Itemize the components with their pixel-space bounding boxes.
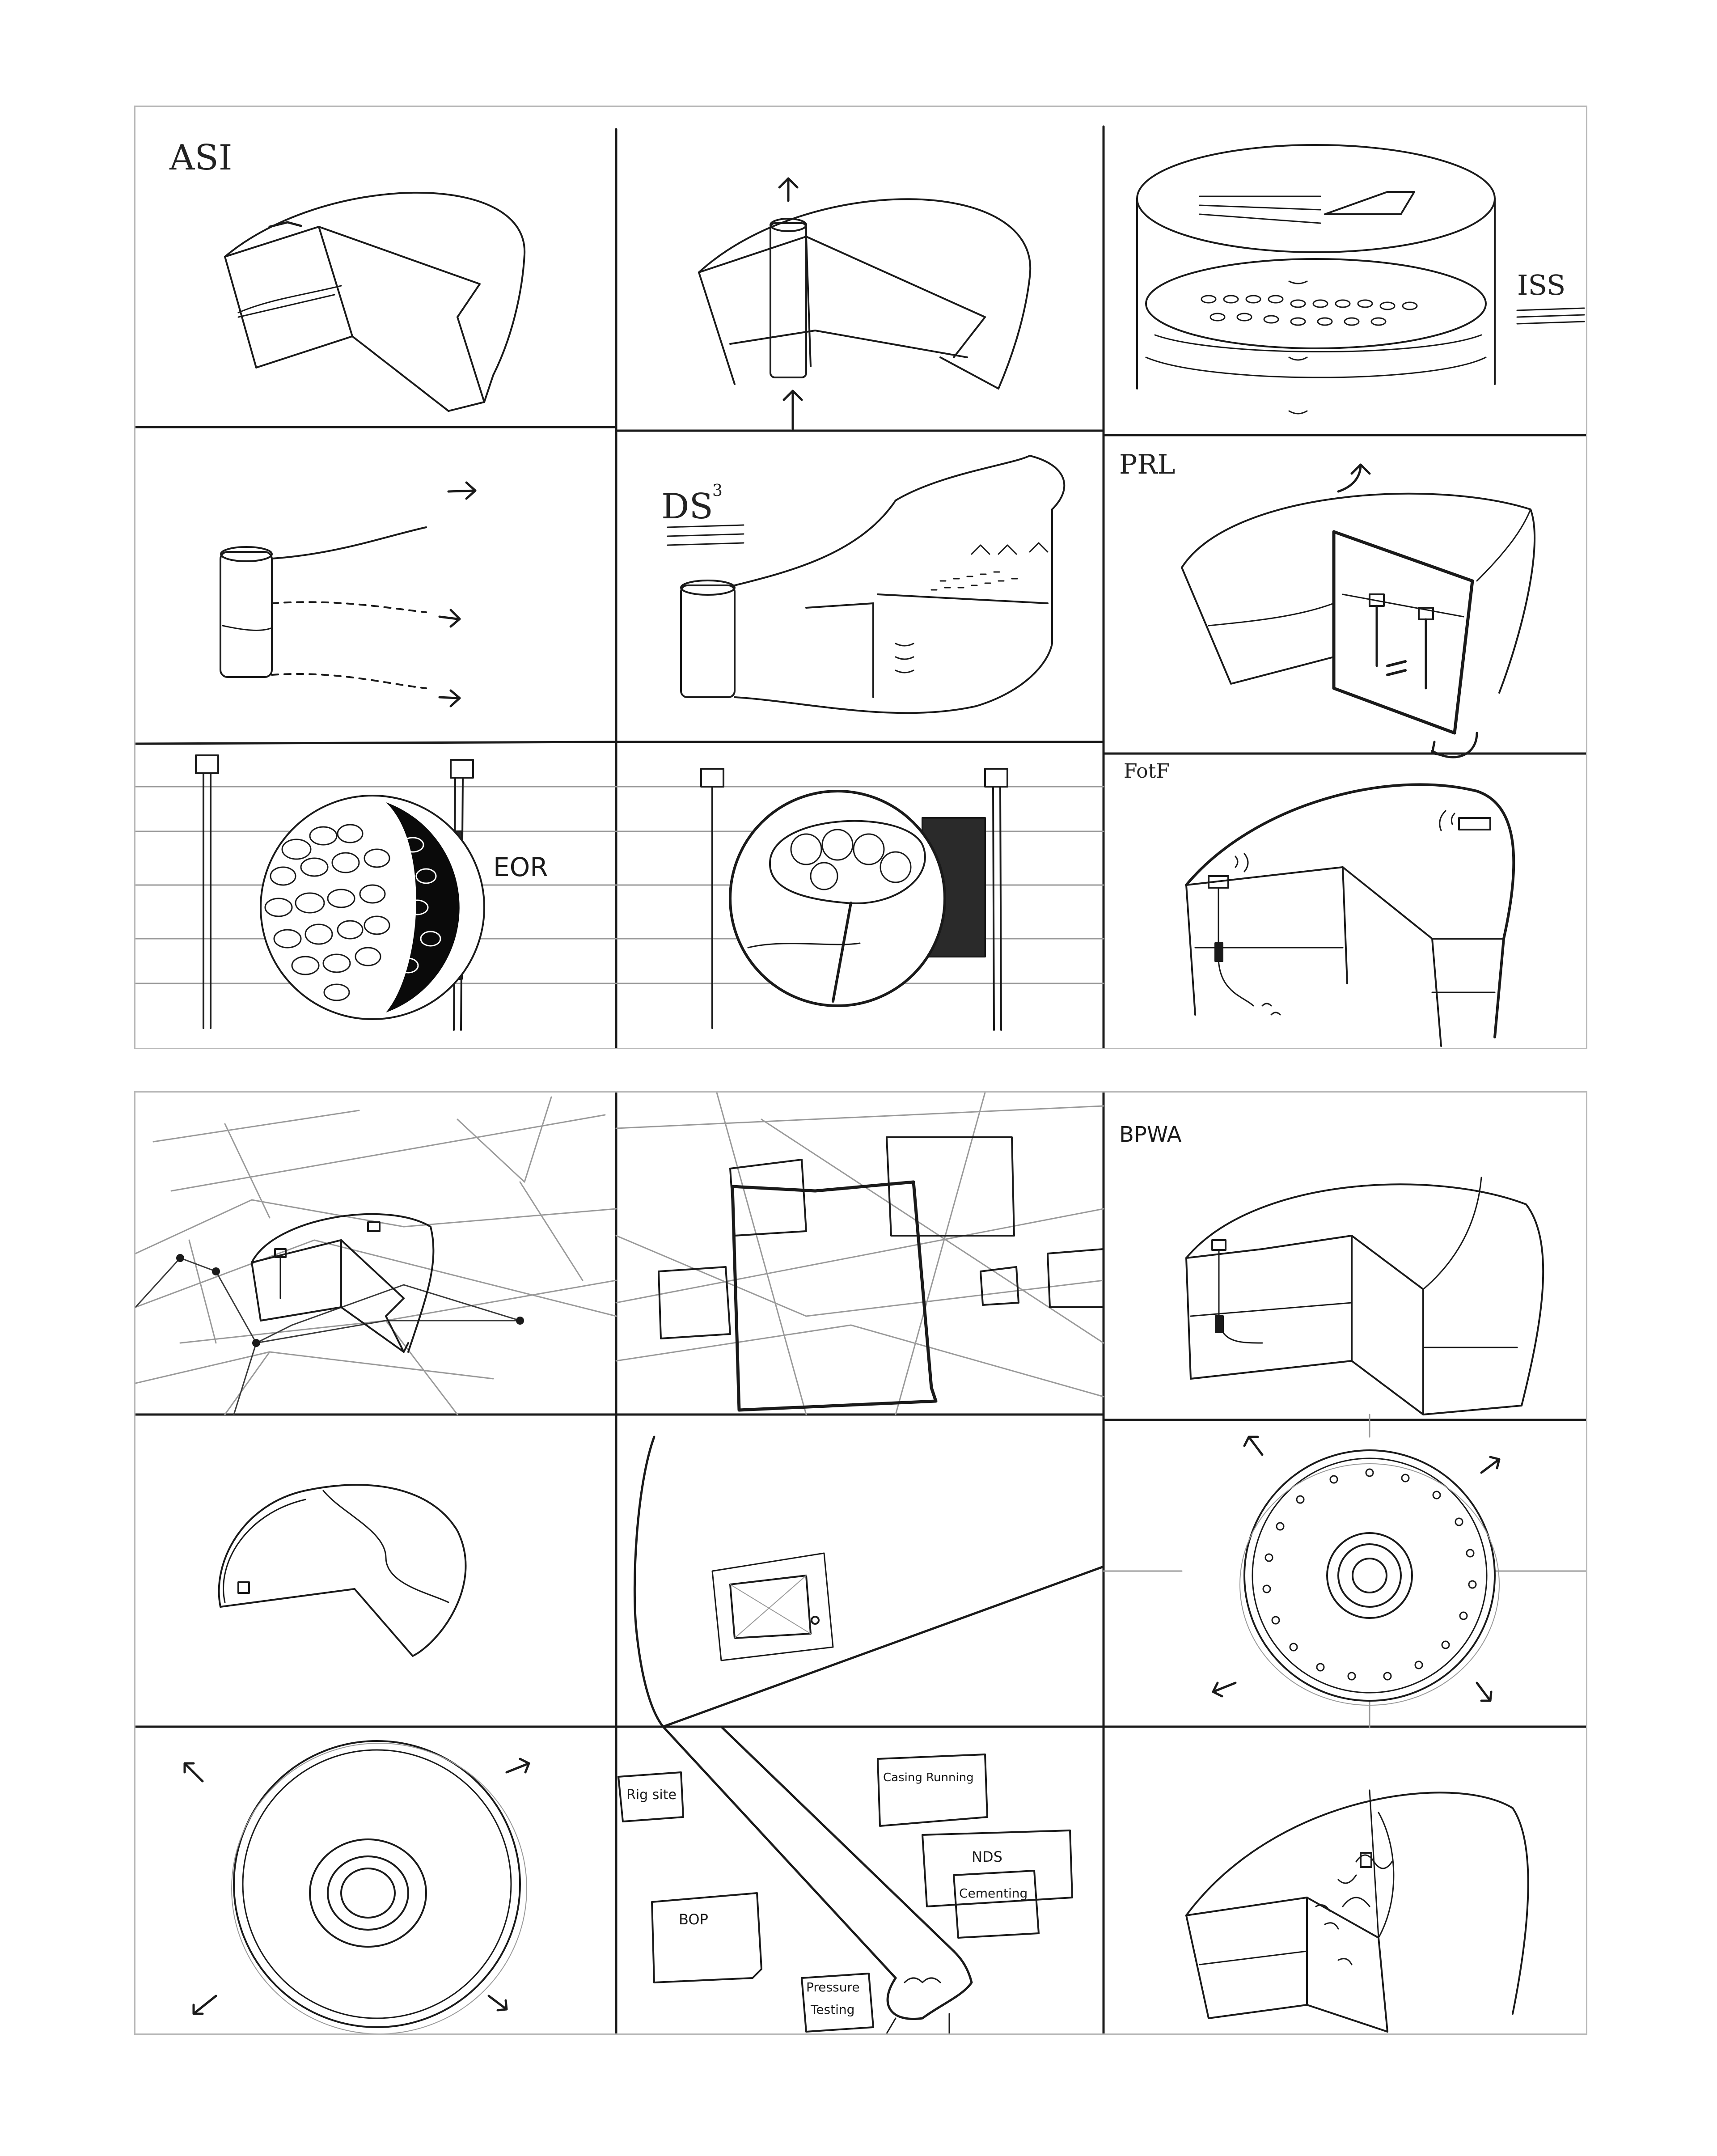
label-pressure-testing-1: Pressure [806, 1980, 860, 1995]
storyboard-sheet-top: ASI [134, 106, 1587, 1049]
label-fotf: FotF [1124, 760, 1170, 783]
panel-zoomed-detail [633, 1436, 1105, 1728]
panel-droplet-pore [615, 768, 1104, 1031]
label-rig-site: Rig site [626, 1787, 677, 1803]
label-ds3: DS [661, 487, 713, 527]
panel-fluid-flow [220, 481, 477, 707]
panel-topdown-cut [218, 1484, 467, 1657]
panel-fotf-wireless: FotF [1124, 760, 1515, 1047]
panel-well-column [698, 177, 1032, 430]
label-cementing: Cementing [959, 1886, 1028, 1901]
storyboard-top-drawing: ASI [135, 125, 1586, 1048]
panel-wellbore-workflow: Rig site BOP Casing Running NDS Cementin… [617, 1725, 1073, 2033]
panel-iss-cylinder: ISS [1136, 144, 1585, 415]
panel-ds3-landscape: DS 3 [661, 455, 1066, 714]
label-eor: EOR [493, 852, 548, 882]
panel-sensor-cutaway [1185, 1789, 1529, 2033]
panel-map-boxes [615, 1093, 1104, 1415]
label-nds: NDS [972, 1848, 1002, 1865]
panel-prl-section: PRL [1119, 449, 1535, 758]
panel-concentric-rings [183, 1740, 530, 2033]
panel-ring-expansion [1103, 1414, 1586, 1728]
label-asi: ASI [169, 138, 233, 178]
label-ds3-superscript: 3 [712, 482, 723, 500]
panel-reservoir-network [135, 1096, 617, 1415]
panel-grid-lines [135, 125, 1586, 1048]
storyboard-sheet-bottom: BPWA [134, 1091, 1587, 2035]
label-casing-running: Casing Running [883, 1771, 974, 1784]
panel-asi-reservoir: ASI [169, 138, 526, 412]
storyboard-bottom-drawing: BPWA [135, 1093, 1586, 2033]
panel-grid-lines [135, 1093, 1586, 2033]
label-iss: ISS [1517, 269, 1565, 301]
label-pressure-testing-2: Testing [810, 2002, 854, 2017]
label-bpwa: BPWA [1119, 1122, 1182, 1147]
label-prl: PRL [1119, 449, 1175, 480]
panel-eor-pore: EOR [135, 754, 617, 1031]
label-bop: BOP [679, 1911, 708, 1928]
panel-bpwa: BPWA [1119, 1122, 1544, 1415]
